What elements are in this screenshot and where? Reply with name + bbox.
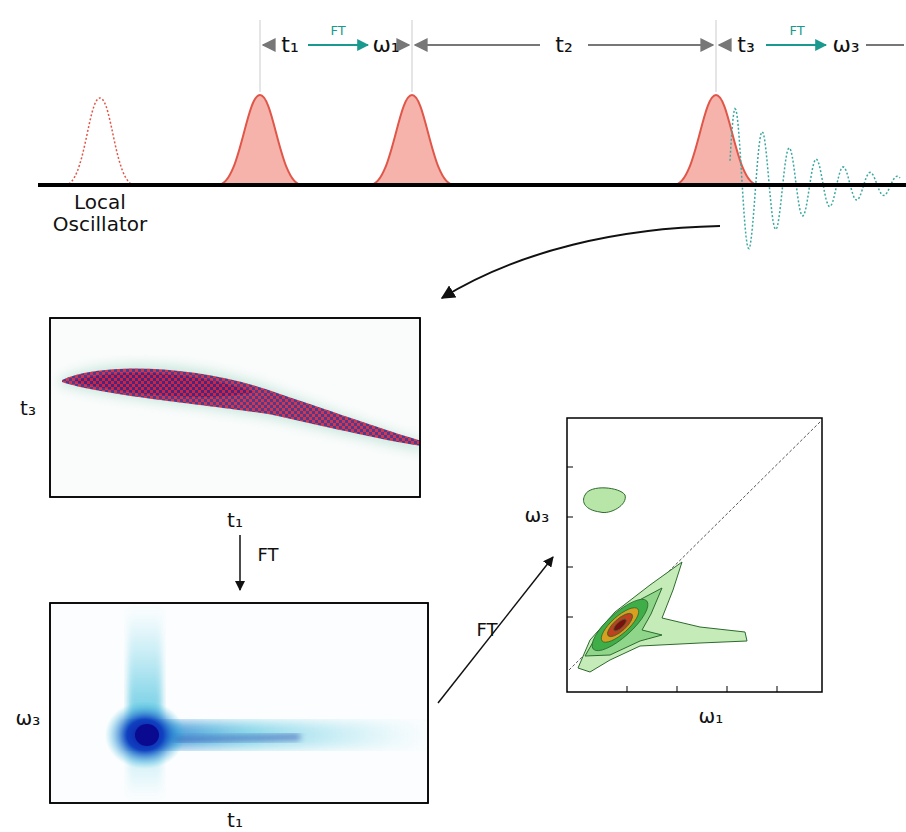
axis-label: ω₃ (16, 707, 41, 729)
axis-label: ω₃ (525, 504, 550, 526)
signal-wave (730, 109, 900, 249)
ft-label: FT (257, 545, 278, 565)
time-label: t₁ (281, 33, 298, 57)
axis-label: t₁ (227, 809, 243, 831)
frequency-label: ω₁ (372, 33, 399, 57)
oscillator-label: Local Oscillator (45, 191, 155, 235)
axis-label: ω₁ (699, 705, 724, 727)
axis-label: t₃ (20, 397, 36, 419)
frequency-label: ω₃ (832, 33, 859, 57)
time-label: t₃ (737, 33, 754, 57)
ft-label: FT (330, 24, 345, 38)
axis-label: t₁ (227, 509, 243, 531)
time-label: t₂ (555, 33, 572, 57)
ft-label: FT (476, 620, 497, 640)
ft-label: FT (789, 24, 804, 38)
